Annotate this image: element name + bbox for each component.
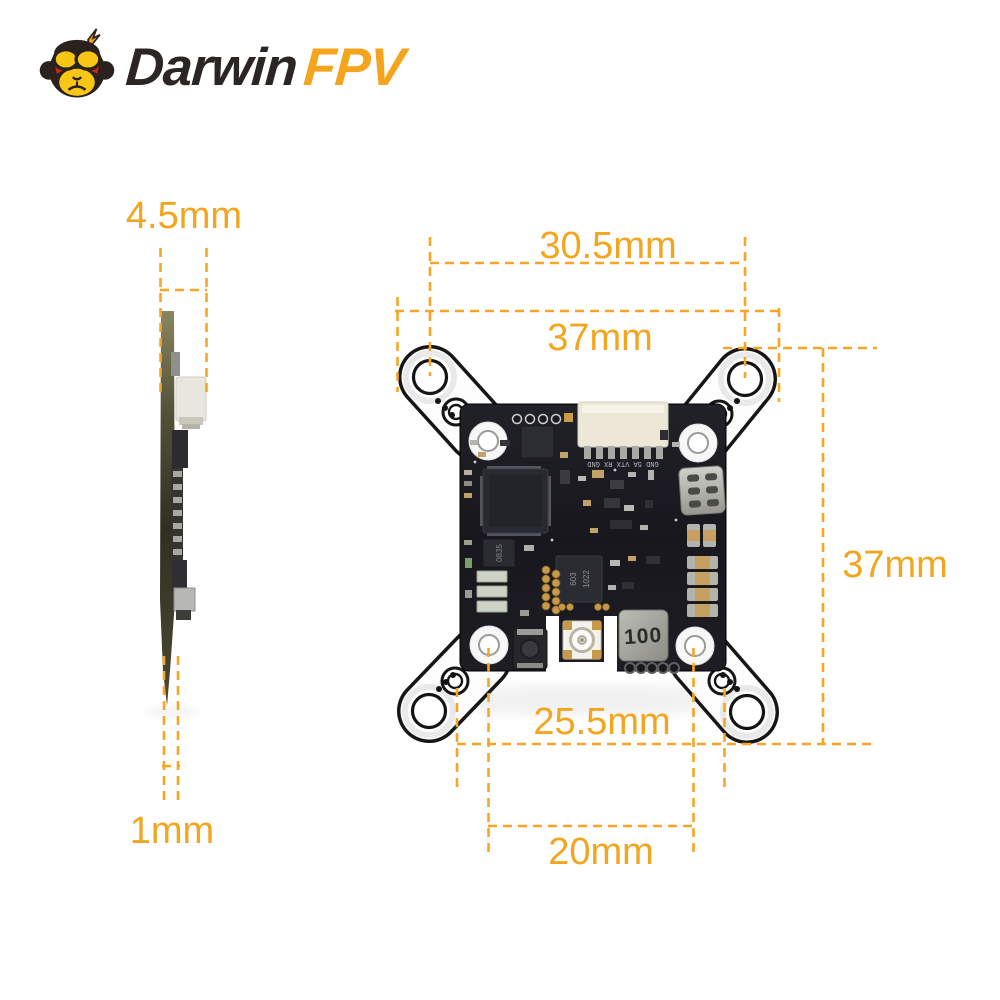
side-pcb-edge	[160, 311, 175, 706]
monkey-icon	[39, 28, 115, 98]
brand-logo: DarwinFPV	[38, 26, 406, 108]
dim-label-hole-pitch-bottom: 25.5mm	[533, 701, 670, 743]
gold-via-pads	[541, 565, 610, 615]
mcu-chip	[480, 466, 551, 536]
bind-button	[512, 628, 548, 670]
solder-pads	[511, 413, 573, 425]
capacitor-bank	[687, 524, 718, 617]
dim-label-hole-pitch-inner: 20mm	[548, 831, 654, 873]
ufl-connector	[562, 620, 602, 660]
regulator-chip: 0835	[482, 538, 516, 568]
inductor-100: 100	[618, 609, 669, 662]
side-component	[172, 560, 187, 592]
svg-text:1022: 1022	[582, 570, 591, 588]
side-component	[172, 430, 188, 468]
mounting-hole	[728, 693, 766, 731]
shielded-inductor	[678, 465, 726, 516]
svg-text:603: 603	[569, 572, 578, 586]
fc-board-side-view	[146, 311, 207, 718]
dimension-lines	[159, 237, 877, 856]
dim-label-board-width: 37mm	[547, 317, 653, 359]
mounting-hole	[410, 692, 448, 730]
vtx-chip: 603 1022	[555, 555, 603, 603]
pin-labels: GND 5A VTX RX GND	[587, 459, 658, 467]
dim-label-board-height: 37mm	[842, 544, 948, 586]
inductor-label: 100	[623, 624, 663, 650]
side-connector	[175, 376, 207, 422]
dim-label-component-height: 4.5mm	[126, 195, 242, 237]
jst-connector: GND 5A VTX RX GND	[577, 401, 669, 467]
led-bank	[465, 558, 508, 613]
through-hole-pads	[624, 662, 680, 674]
monkey-goggle-right	[74, 47, 102, 71]
dim-label-board-thickness: 1mm	[130, 810, 214, 852]
side-component	[171, 352, 180, 376]
monkey-frown	[67, 85, 87, 91]
fc-board-top-view: GND 5A VTX RX GND 0835	[397, 345, 779, 744]
side-usb-connector	[173, 587, 196, 612]
dim-label-hole-pitch-top: 30.5mm	[539, 225, 676, 267]
chip-marking: 0835	[495, 544, 504, 562]
small-chip	[520, 425, 555, 459]
smd-passives	[464, 430, 680, 616]
mounting-hole	[726, 360, 764, 398]
